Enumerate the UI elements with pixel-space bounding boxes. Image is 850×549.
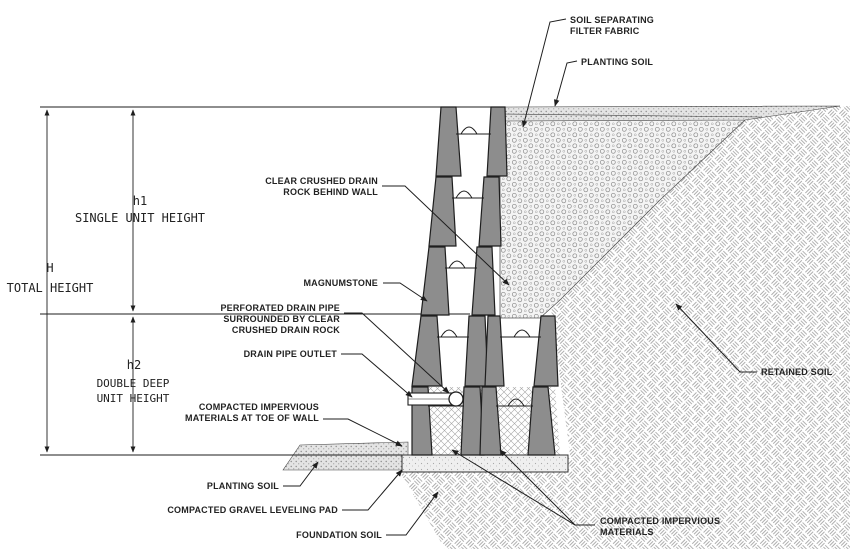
label-leveling-pad: COMPACTED GRAVEL LEVELING PAD (167, 505, 338, 515)
dim-total-symbol: H (46, 261, 53, 275)
label-filter-fabric-2: FILTER FABRIC (570, 26, 640, 36)
dim-h2-symbol: h2 (127, 358, 141, 372)
dimension-lines (40, 106, 505, 456)
label-drain-pipe-3: CRUSHED DRAIN ROCK (232, 325, 340, 335)
label-impervious-toe-2: MATERIALS AT TOE OF WALL (185, 413, 319, 423)
dim-h1-symbol: h1 (133, 194, 147, 208)
leader-lines (283, 18, 757, 536)
label-drain-outlet: DRAIN PIPE OUTLET (244, 349, 338, 359)
gravel-leveling-pad (401, 454, 569, 473)
perforated-drain-pipe (448, 391, 464, 407)
dim-h2-caption-1: DOUBLE DEEP (97, 377, 170, 390)
label-magnumstone: MAGNUMSTONE (303, 278, 378, 288)
label-drain-pipe-2: SURROUNDED BY CLEAR (223, 314, 340, 324)
label-drain-pipe-1: PERFORATED DRAIN PIPE (220, 303, 340, 313)
dim-h2-caption-2: UNIT HEIGHT (97, 392, 170, 405)
planting-soil-front (282, 441, 409, 471)
label-retained-soil: RETAINED SOIL (761, 367, 833, 377)
label-impervious-materials-2: MATERIALS (600, 527, 654, 537)
retained-soil-area (400, 106, 850, 549)
dim-total-caption: TOTAL HEIGHT (7, 281, 94, 295)
dim-h1-caption: SINGLE UNIT HEIGHT (75, 211, 205, 225)
label-planting-soil-bottom: PLANTING SOIL (207, 481, 279, 491)
label-drain-rock-2: ROCK BEHIND WALL (283, 187, 378, 197)
label-drain-rock-1: CLEAR CRUSHED DRAIN (265, 176, 378, 186)
label-impervious-toe-1: COMPACTED IMPERVIOUS (199, 402, 319, 412)
label-impervious-materials-1: COMPACTED IMPERVIOUS (600, 516, 720, 526)
label-planting-soil-top: PLANTING SOIL (581, 57, 653, 67)
label-filter-fabric-1: SOIL SEPARATING (570, 15, 654, 25)
label-foundation-soil: FOUNDATION SOIL (296, 530, 382, 540)
